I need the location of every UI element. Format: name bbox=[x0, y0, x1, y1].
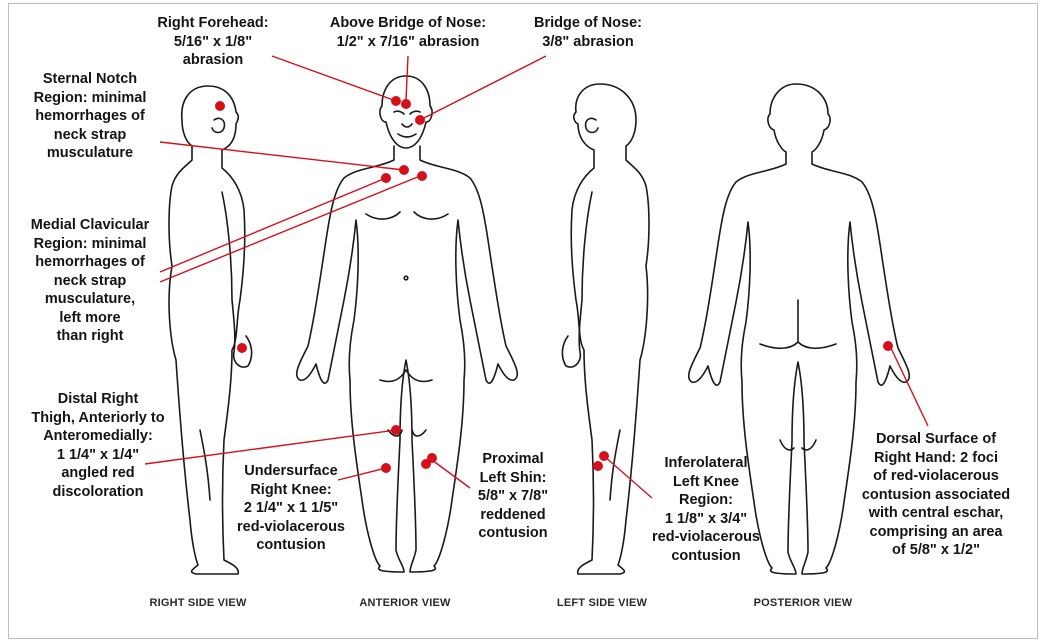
caption-anterior-view: ANTERIOR VIEW bbox=[359, 597, 450, 609]
label-distal-right-thigh: Distal Right Thigh, Anteriorly to Antero… bbox=[22, 390, 174, 501]
marker-right-side-forehead bbox=[215, 101, 225, 111]
label-right-forehead: Right Forehead: 5/16" x 1/8" abrasion bbox=[150, 14, 276, 70]
marker-inferolateral-left-knee-1 bbox=[599, 451, 609, 461]
label-proximal-left-shin: Proximal Left Shin: 5/8" x 7/8" reddened… bbox=[458, 450, 568, 543]
leader-above-bridge bbox=[406, 56, 408, 100]
label-dorsal-right-hand: Dorsal Surface of Right Hand: 2 foci of … bbox=[850, 430, 1022, 560]
label-medial-clavicular: Medial Clavicular Region: minimal hemorr… bbox=[14, 216, 166, 346]
leader-right-forehead bbox=[272, 56, 396, 101]
label-sternal-notch: Sternal Notch Region: minimal hemorrhage… bbox=[20, 70, 160, 163]
leader-bridge-of-nose bbox=[420, 56, 546, 120]
leader-medial-clavicular-left bbox=[160, 176, 420, 282]
leader-lines bbox=[145, 56, 928, 498]
marker-proximal-left-shin-2 bbox=[427, 453, 437, 463]
injury-markers bbox=[215, 96, 893, 473]
left-side-figure bbox=[562, 84, 649, 574]
marker-bridge-of-nose bbox=[415, 115, 425, 125]
marker-dorsal-right-hand bbox=[883, 341, 893, 351]
label-undersurface-right-knee: Undersurface Right Knee: 2 1/4" x 1 1/5"… bbox=[226, 462, 356, 555]
leader-sternal-notch bbox=[160, 142, 404, 170]
marker-right-forehead bbox=[391, 96, 401, 106]
marker-inferolateral-left-knee-2 bbox=[593, 461, 603, 471]
caption-posterior-view: POSTERIOR VIEW bbox=[754, 597, 853, 609]
marker-clavicular-right bbox=[381, 173, 391, 183]
caption-right-side-view: RIGHT SIDE VIEW bbox=[149, 597, 246, 609]
leader-dorsal-right-hand bbox=[890, 346, 928, 426]
marker-sternal-notch bbox=[399, 165, 409, 175]
label-inferolateral-left-knee: Inferolateral Left Knee Region: 1 1/8" x… bbox=[646, 454, 766, 565]
caption-left-side-view: LEFT SIDE VIEW bbox=[557, 597, 647, 609]
marker-distal-right-thigh bbox=[391, 425, 401, 435]
marker-undersurface-right-knee bbox=[381, 463, 391, 473]
label-bridge-of-nose: Bridge of Nose: 3/8" abrasion bbox=[520, 14, 656, 51]
label-above-bridge-of-nose: Above Bridge of Nose: 1/2" x 7/16" abras… bbox=[310, 14, 506, 51]
marker-right-side-hand bbox=[237, 343, 247, 353]
marker-clavicular-left bbox=[417, 171, 427, 181]
marker-above-bridge bbox=[401, 99, 411, 109]
